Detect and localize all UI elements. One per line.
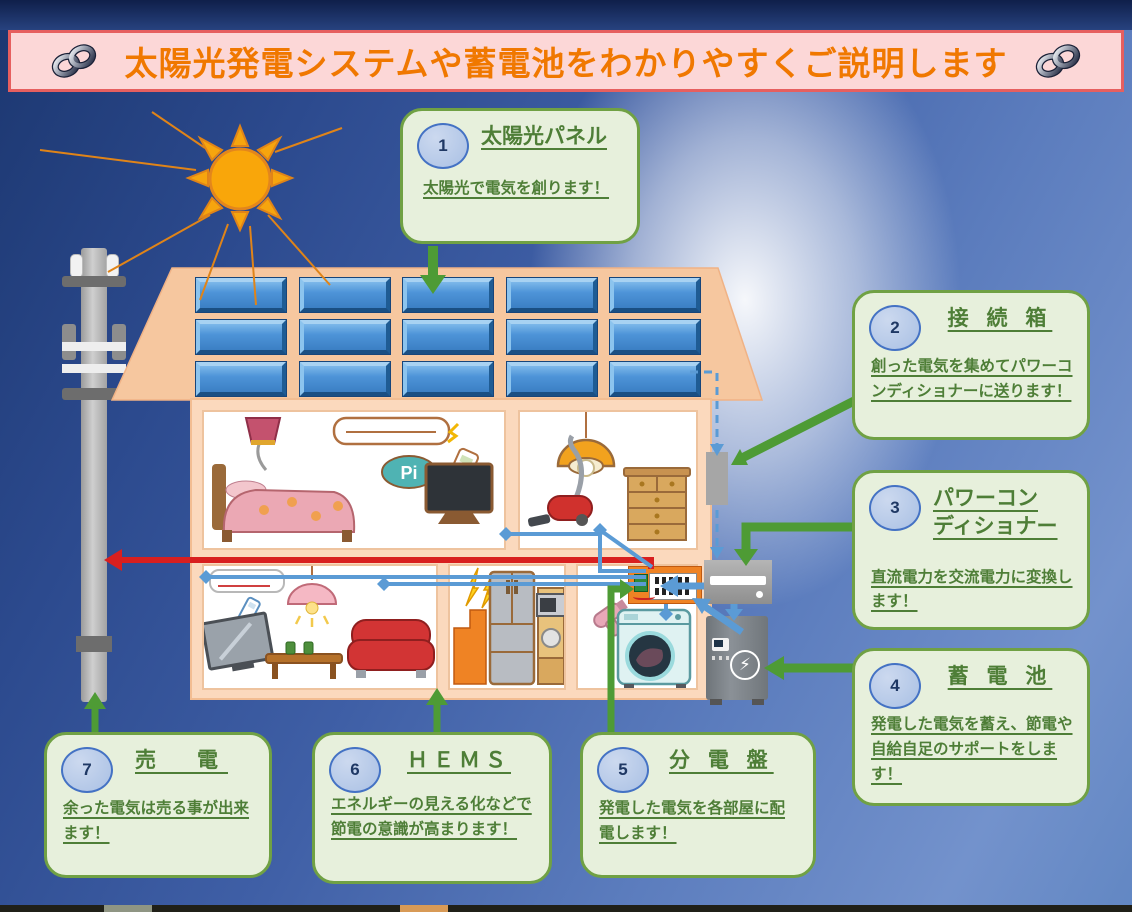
top-navy-bar [0, 0, 1132, 30]
callout-title: ＨＥＭＳ [407, 749, 511, 772]
table-icon [265, 641, 343, 679]
bedroom: Pi [202, 410, 506, 550]
callout-title: 蓄 電 池 [947, 665, 1053, 688]
callout-sell-electricity: 7 売 電 余った電気は売る事が出来ます！ [44, 732, 272, 878]
microwave-shelf-icon [536, 587, 564, 685]
page-title: 太陽光発電システムや蓄電池をわかりやすくご説明します [124, 45, 1008, 82]
callout-body: 創った電気を集めてパワーコンディショナーに送ります！ [871, 358, 1073, 401]
callout-body: 余った電気は売る事が出来ます！ [63, 800, 250, 843]
tv-icon [204, 611, 275, 672]
sofa-icon [347, 619, 435, 678]
ceiling-lamp-icon [286, 566, 338, 627]
power-conditioner-icon [704, 560, 772, 604]
distribution-board-icon [628, 566, 702, 604]
callout-body: 発電した電気を各部屋に配電します！ [599, 800, 786, 843]
callout-body: 発電した電気を蓄え、節電や自給自足のサポートをします！ [871, 716, 1073, 783]
utility-pole-icon [62, 248, 126, 702]
callout-storage-battery: 4 蓄 電 池 発電した電気を蓄え、節電や自給自足のサポートをします！ [852, 648, 1090, 806]
pi-bubble-text: Pi [400, 463, 417, 483]
lightning-bolt-icon: ⚡ [730, 650, 760, 680]
number-circle: 4 [869, 663, 921, 709]
tv-icon [424, 462, 494, 524]
drawer-chest-icon [623, 467, 691, 541]
number-circle: 3 [869, 485, 921, 531]
kitchen [448, 564, 566, 690]
callout-junction-box: 2 接 続 箱 創った電気を集めてパワーコンディショナーに送ります！ [852, 290, 1090, 440]
number-circle: 2 [869, 305, 921, 351]
junction-box-icon [706, 452, 728, 505]
solar-panel-grid [195, 277, 701, 397]
bottom-strip [0, 905, 1132, 912]
infinity-logo-icon [1035, 44, 1080, 78]
callout-body: 太陽光で電気を創ります！ [423, 180, 610, 198]
callout-distribution-board: 5 分 電 盤 発電した電気を各部屋に配電します！ [580, 732, 816, 878]
storage-room [518, 410, 698, 550]
air-conditioner-icon [209, 569, 285, 593]
bed-icon [212, 464, 356, 542]
washing-machine-icon [616, 608, 692, 688]
number-circle: 7 [61, 747, 113, 793]
callout-title: パワーコン [933, 487, 1038, 510]
callout-hems: 6 ＨＥＭＳ エネルギーの見える化などで節電の意識が高まります！ [312, 732, 552, 884]
number-circle: 5 [597, 747, 649, 793]
living-room [202, 564, 438, 690]
callout-title: 接 続 箱 [947, 307, 1053, 330]
infinity-logo-icon [52, 44, 97, 78]
number-circle: 6 [329, 747, 381, 793]
callout-title: 売 電 [135, 749, 228, 772]
callout-title: 太陽光パネル [481, 125, 607, 148]
refrigerator-icon [488, 570, 536, 686]
vacuum-cleaner-icon [527, 434, 593, 527]
callout-body: エネルギーの見える化などで節電の意識が高まります！ [331, 796, 532, 839]
number-circle: 1 [417, 123, 469, 169]
pendant-light-icon [556, 412, 616, 477]
storage-battery-icon: ⚡ [706, 616, 768, 705]
callout-body: 直流電力を交流電力に変換します！ [871, 568, 1073, 611]
callout-title: 分 電 盤 [669, 749, 774, 772]
signal-spark-icon [447, 422, 460, 444]
callout-solar-panel: 1 太陽光パネル 太陽光で電気を創ります！ [400, 108, 640, 244]
hems-display-icon [453, 567, 494, 685]
lamp-icon [244, 417, 282, 471]
callout-power-conditioner: 3 パワーコン ディショナー 直流電力を交流電力に変換します！ [852, 470, 1090, 630]
air-conditioner-icon [332, 416, 451, 446]
header-band: 太陽光発電システムや蓄電池をわかりやすくご説明します [8, 30, 1124, 92]
callout-title-line2: ディショナー [933, 515, 1058, 539]
